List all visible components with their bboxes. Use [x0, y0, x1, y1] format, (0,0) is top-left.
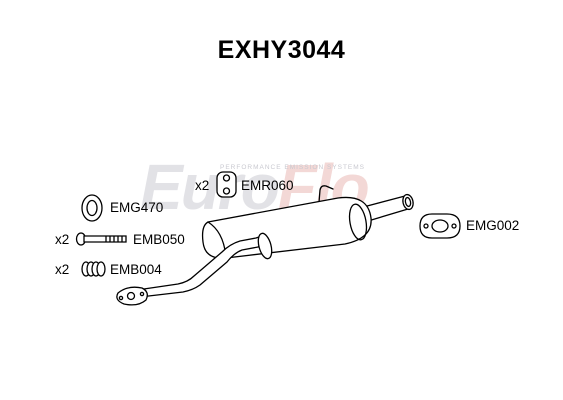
hanger-hook: [317, 185, 334, 216]
part-qty-emr060: x2: [195, 178, 210, 193]
part-label-emb004: EMB004: [110, 262, 162, 277]
watermark-logo-euro: Euro: [140, 151, 280, 223]
flange-gasket-icon: [419, 213, 461, 239]
spring-icon: [81, 261, 106, 277]
part-label-emb050: EMB050: [133, 232, 185, 247]
inlet-flange: [116, 286, 148, 306]
part-label-emr060: EMR060: [241, 178, 294, 193]
watermark-logo: EuroFlo PERFORMANCE EMISSION SYSTEMS: [140, 150, 370, 224]
watermark-tagline: PERFORMANCE EMISSION SYSTEMS: [220, 164, 366, 171]
bolt-icon: [75, 232, 127, 246]
part-label-emg002: EMG002: [466, 218, 520, 233]
part-label-emg470: EMG470: [110, 200, 164, 215]
part-number-title: EXHY3044: [217, 36, 346, 64]
part-qty-emb004: x2: [55, 262, 70, 277]
rubber-mount-icon: [216, 171, 237, 198]
part-qty-emb050: x2: [55, 232, 70, 247]
round-gasket-icon: [81, 194, 103, 222]
